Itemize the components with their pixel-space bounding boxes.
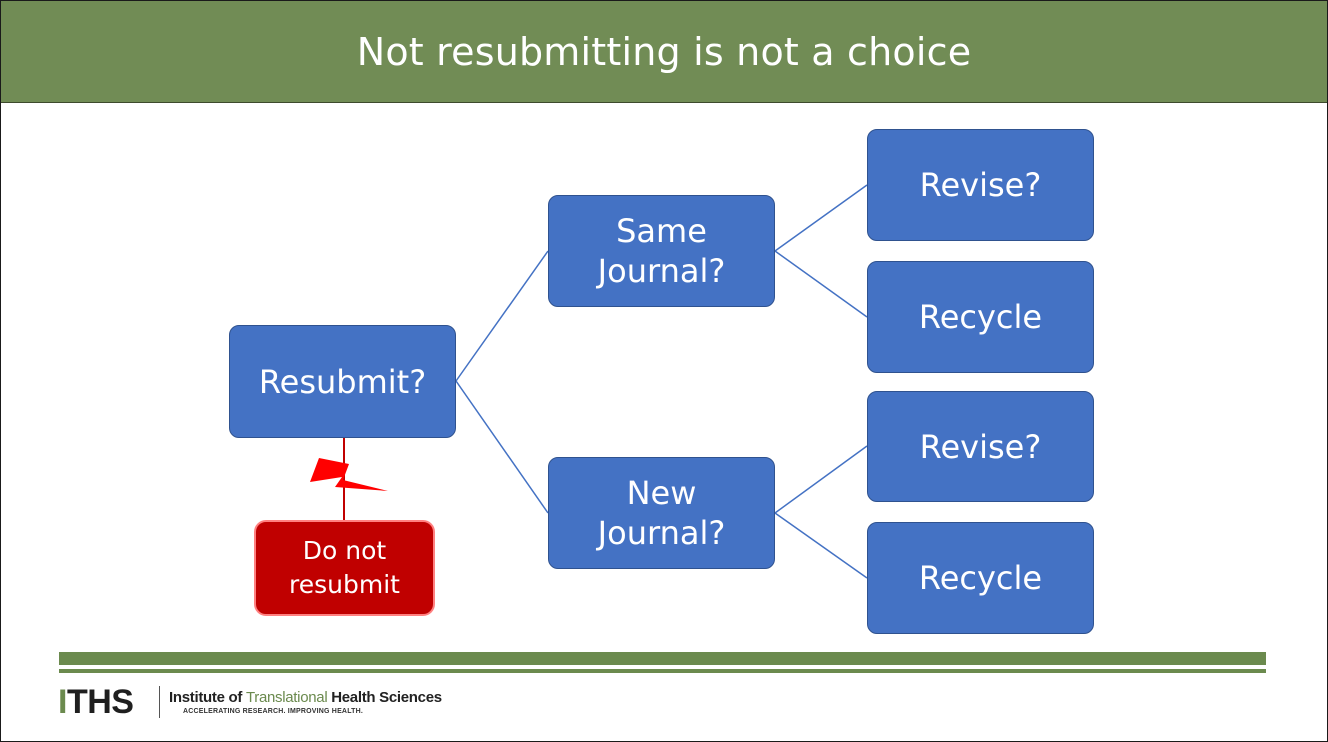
organization-tagline: ACCELERATING RESEARCH. IMPROVING HEALTH. <box>183 708 364 715</box>
node-same-recycle: Recycle <box>867 261 1094 373</box>
slide-title: Not resubmitting is not a choice <box>356 29 972 74</box>
footer-divider <box>159 686 160 718</box>
connector-root-to-new <box>455 380 549 514</box>
iths-logo: ITHS <box>58 683 134 721</box>
connector-same-to-revise <box>774 184 868 252</box>
connector-root-to-same <box>455 250 549 382</box>
connector-same-to-recycle <box>774 250 868 318</box>
footer-rule-thin <box>59 669 1266 673</box>
node-new-journal: New Journal? <box>548 457 775 569</box>
connector-new-to-recycle <box>774 512 868 579</box>
node-resubmit: Resubmit? <box>229 325 456 438</box>
title-bar: Not resubmitting is not a choice <box>1 1 1327 103</box>
node-new-revise: Revise? <box>867 391 1094 502</box>
footer-rule-thick <box>59 652 1266 665</box>
node-do-not-resubmit: Do not resubmit <box>254 520 435 616</box>
lightning-bolt-icon <box>310 458 388 491</box>
node-same-journal: Same Journal? <box>548 195 775 307</box>
node-same-revise: Revise? <box>867 129 1094 241</box>
connector-new-to-revise <box>774 445 868 514</box>
organization-name: Institute of Translational Health Scienc… <box>169 689 442 706</box>
node-new-recycle: Recycle <box>867 522 1094 634</box>
